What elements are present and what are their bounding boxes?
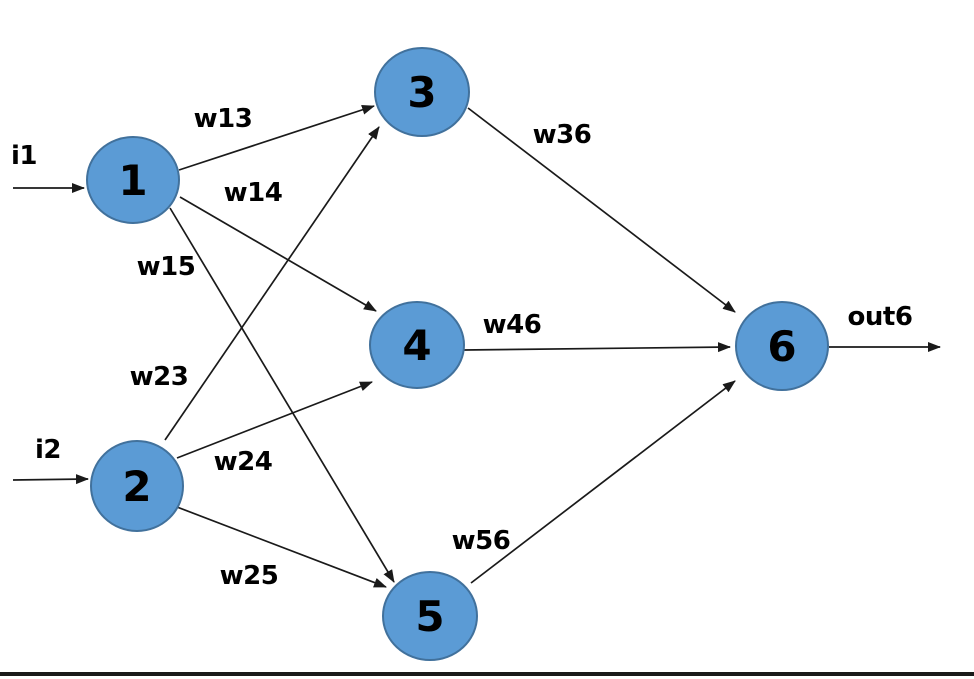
node-2: 2 — [90, 440, 184, 532]
edge-w15 — [169, 207, 395, 583]
node-4: 4 — [369, 301, 465, 389]
edge-w46 — [463, 342, 731, 353]
node-1-label: 1 — [118, 156, 147, 205]
node-6: 6 — [735, 301, 829, 391]
node-2-circle — [90, 440, 184, 532]
node-3-label: 3 — [407, 68, 436, 117]
io-label-i2: i2 — [35, 435, 61, 465]
node-1: 1 — [86, 136, 180, 224]
edge-w14 — [179, 196, 377, 312]
node-3: 3 — [374, 47, 470, 137]
node-4-circle — [369, 301, 465, 389]
node-5-label: 5 — [415, 592, 444, 641]
edge-w25 — [176, 506, 387, 588]
weight-label-w13: w13 — [194, 104, 253, 134]
weight-label-w46: w46 — [483, 310, 542, 340]
bottom-border-line — [0, 672, 974, 676]
edge-w24 — [176, 381, 373, 459]
weight-label-w36: w36 — [533, 120, 592, 150]
weight-label-w24: w24 — [214, 447, 273, 477]
edge-w56 — [470, 380, 736, 584]
weight-label-w15: w15 — [137, 252, 196, 282]
node-3-circle — [374, 47, 470, 137]
io-label-out6: out6 — [848, 302, 913, 332]
edge-input-i2 — [12, 474, 89, 485]
node-6-circle — [735, 301, 829, 391]
edge-w36 — [467, 107, 736, 313]
node-5: 5 — [382, 571, 478, 661]
weight-label-w14: w14 — [224, 178, 283, 208]
node-1-circle — [86, 136, 180, 224]
node-4-label: 4 — [402, 321, 431, 370]
node-5-circle — [382, 571, 478, 661]
weight-label-w56: w56 — [452, 526, 511, 556]
node-2-label: 2 — [122, 462, 151, 511]
edge-w23 — [164, 126, 380, 441]
edge-w13 — [178, 104, 375, 171]
weight-label-w23: w23 — [130, 362, 189, 392]
weight-label-w25: w25 — [220, 561, 279, 591]
node-6-label: 6 — [767, 322, 796, 371]
io-label-i1: i1 — [11, 141, 37, 171]
